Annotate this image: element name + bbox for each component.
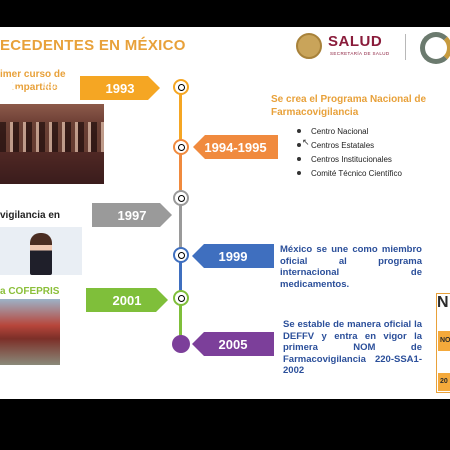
timeline-segment (179, 255, 182, 299)
nom-badge-band-text: 20 (440, 378, 448, 385)
nom-badge-band: NO (438, 331, 450, 351)
nom-badge-band-text: NO (440, 337, 450, 344)
curso-text-line2: impartido (12, 82, 58, 93)
cofepris-building-photo (0, 299, 60, 365)
cofepris-text: a COFEPRIS (0, 286, 60, 297)
timeline-node-1999 (173, 247, 189, 263)
program-list-item: Comité Técnico Científico (297, 167, 402, 181)
logo-divider (405, 34, 406, 60)
photo-caption: UppSala, 1993 (42, 81, 90, 90)
woman-figure (30, 233, 52, 275)
photo-badge: 4C (3, 78, 23, 95)
presentation-slide: ECEDENTES EN MÉXICO SALUD SECRETARÍA DE … (0, 27, 450, 399)
year-arrow-1994-1995: 1994-1995 (193, 135, 278, 159)
year-arrow-2005: 2005 (192, 332, 274, 356)
timeline-segment (179, 299, 182, 344)
year-arrow-2001: 2001 (86, 288, 168, 312)
year-arrow-1999: 1999 (192, 244, 274, 268)
government-seal-icon (296, 33, 322, 59)
timeline-segment (179, 148, 182, 198)
timeline-node-1993 (173, 79, 189, 95)
timeline-node-1997 (173, 190, 189, 206)
timeline-node-2001 (173, 290, 189, 306)
text-1999: México se une como miembro oficial al pr… (280, 244, 422, 290)
timeline-segment (179, 198, 182, 255)
salud-logo-subtitle: SECRETARÍA DE SALUD (330, 51, 390, 56)
slide-title: ECEDENTES EN MÉXICO (0, 37, 186, 54)
cofepris-logo-icon (420, 32, 450, 64)
program-list-item: Centros Estatales (297, 139, 402, 153)
year-arrow-1997: 1997 (92, 203, 172, 227)
timeline-segment (179, 93, 182, 148)
uppsala-group-photo (0, 104, 104, 184)
program-list-item: Centro Nacional (297, 125, 402, 139)
nom-badge-letter: N (437, 294, 449, 311)
text-2005: Se estable de manera oficial la DEFFV y … (283, 319, 422, 376)
program-list: Centro Nacional Centros Estatales Centro… (297, 125, 402, 181)
salud-logo-text: SALUD (328, 33, 383, 50)
timeline-node-1994 (173, 139, 189, 155)
curso-text-line1: imer curso de (0, 69, 66, 80)
program-title: Se crea el Programa Nacional de Farmacov… (271, 94, 427, 118)
nom-badge-band: 20 (438, 373, 450, 391)
mouse-cursor-icon: ↖ (302, 137, 310, 147)
program-list-item: Centros Institucionales (297, 153, 402, 167)
timeline-node-2005 (172, 335, 190, 353)
year-arrow-1993: 1993 (80, 76, 160, 100)
vigilancia-text: vigilancia en (0, 210, 61, 221)
